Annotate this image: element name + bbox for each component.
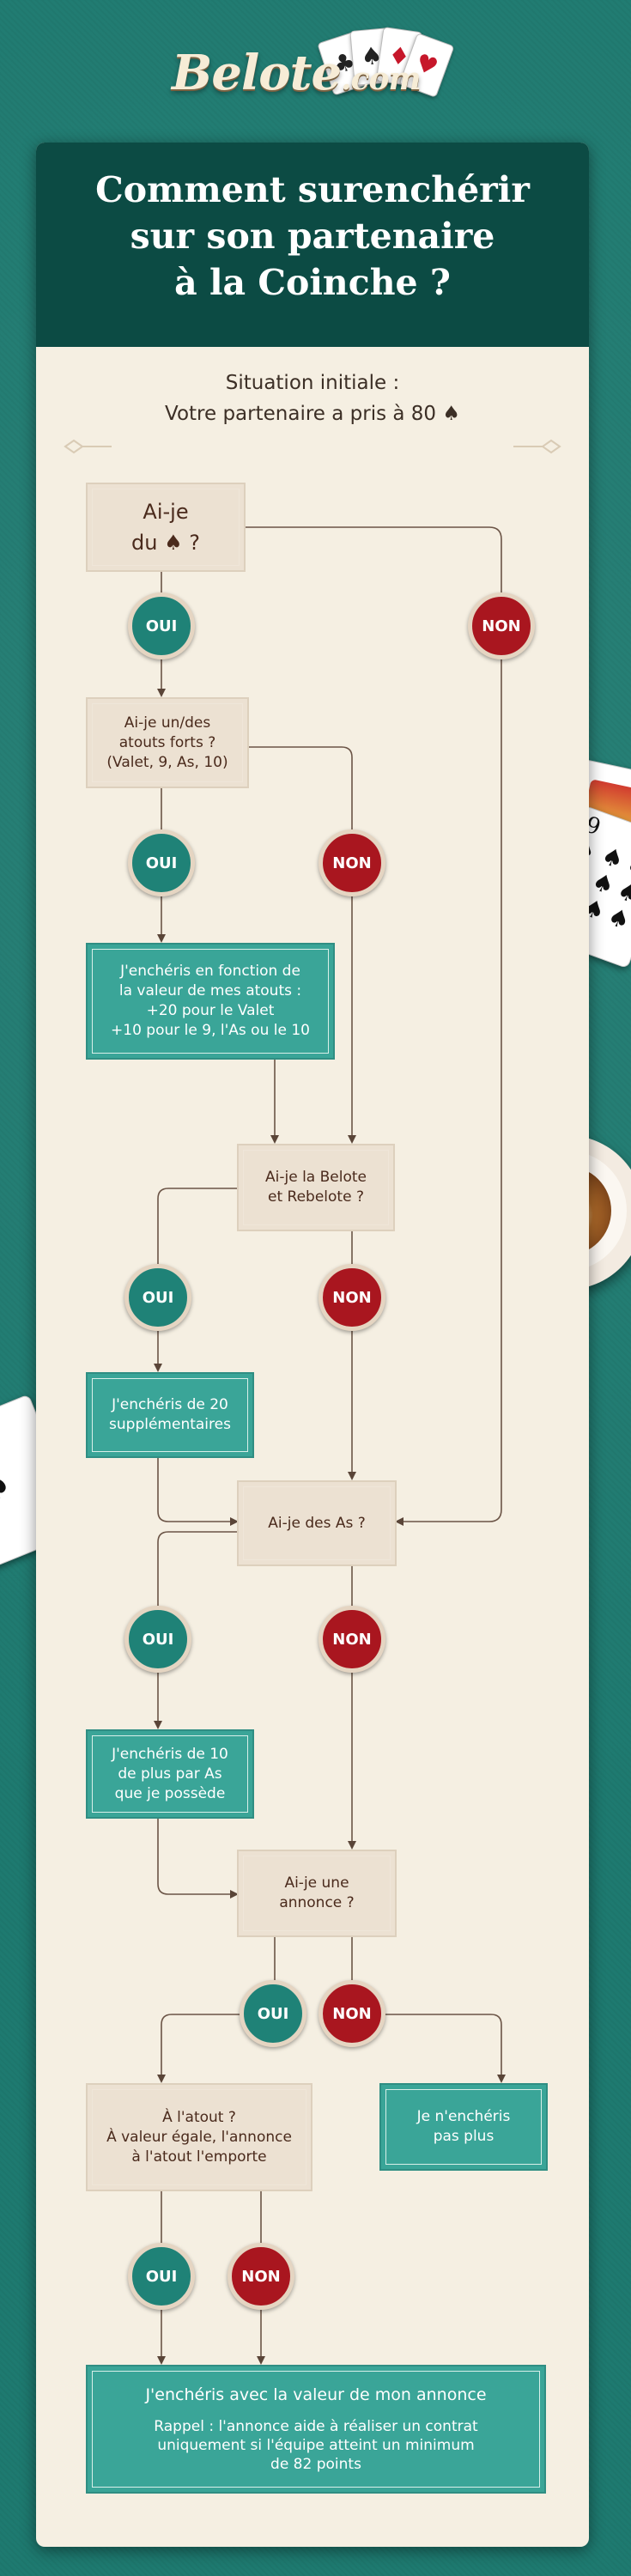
logo: ♣ ♠ ♦ ♥ Belote.com xyxy=(0,0,631,129)
initial-situation: Situation initiale : Votre partenaire a … xyxy=(36,368,589,429)
answer-bid-10-per-ace: J'enchéris de 10 de plus par As que je p… xyxy=(86,1729,254,1819)
answer-bid-announcement-value: J'enchéris avec la valeur de mon annonce… xyxy=(86,2365,546,2494)
no-circle-q2: NON xyxy=(319,829,385,896)
yes-circle-q3: OUI xyxy=(124,1264,191,1331)
question-strong-trumps: Ai-je un/des atouts forts ? (Valet, 9, A… xyxy=(86,697,249,788)
no-circle-q5: NON xyxy=(319,1980,385,2047)
page-title: Comment surenchérir sur son partenaire à… xyxy=(95,169,530,303)
yes-circle-q5: OUI xyxy=(240,1980,306,2047)
question-belote-rebelote: Ai-je la Belote et Rebelote ? xyxy=(237,1144,395,1231)
question-trump-announcement: À l'atout ? À valeur égale, l'annonce à … xyxy=(86,2083,312,2191)
yes-circle-q1: OUI xyxy=(128,592,195,659)
no-circle-q4: NON xyxy=(319,1606,385,1673)
no-circle-q6: NON xyxy=(228,2243,294,2310)
logo-wordmark: Belote.com xyxy=(172,45,422,101)
question-aces: Ai-je des As ? xyxy=(237,1480,397,1566)
yes-circle-q6: OUI xyxy=(128,2243,195,2310)
initial-situation-title: Situation initiale : xyxy=(225,372,400,394)
title-header: Comment surenchérir sur son partenaire à… xyxy=(36,143,589,347)
final-reminder-text: Rappel : l'annonce aide à réaliser un co… xyxy=(154,2417,478,2473)
initial-situation-text: Votre partenaire a pris à 80 ♠ xyxy=(165,403,460,425)
ornament-left xyxy=(64,439,112,454)
answer-no-more-bid: Je n'enchéris pas plus xyxy=(379,2083,548,2171)
final-answer-text: J'enchéris avec la valeur de mon annonce xyxy=(145,2385,487,2404)
yes-circle-q2: OUI xyxy=(128,829,195,896)
question-has-trump: Ai-je du ♠ ? xyxy=(86,483,246,572)
answer-bid-20-more: J'enchéris de 20 supplémentaires xyxy=(86,1372,254,1458)
answer-bid-by-trumps: J'enchéris en fonction de la valeur de m… xyxy=(86,943,335,1060)
no-circle-q1: NON xyxy=(468,592,535,659)
yes-circle-q4: OUI xyxy=(124,1606,191,1673)
no-circle-q3: NON xyxy=(319,1264,385,1331)
ornament-right xyxy=(513,439,561,454)
question-announcement: Ai-je une annonce ? xyxy=(237,1850,397,1937)
